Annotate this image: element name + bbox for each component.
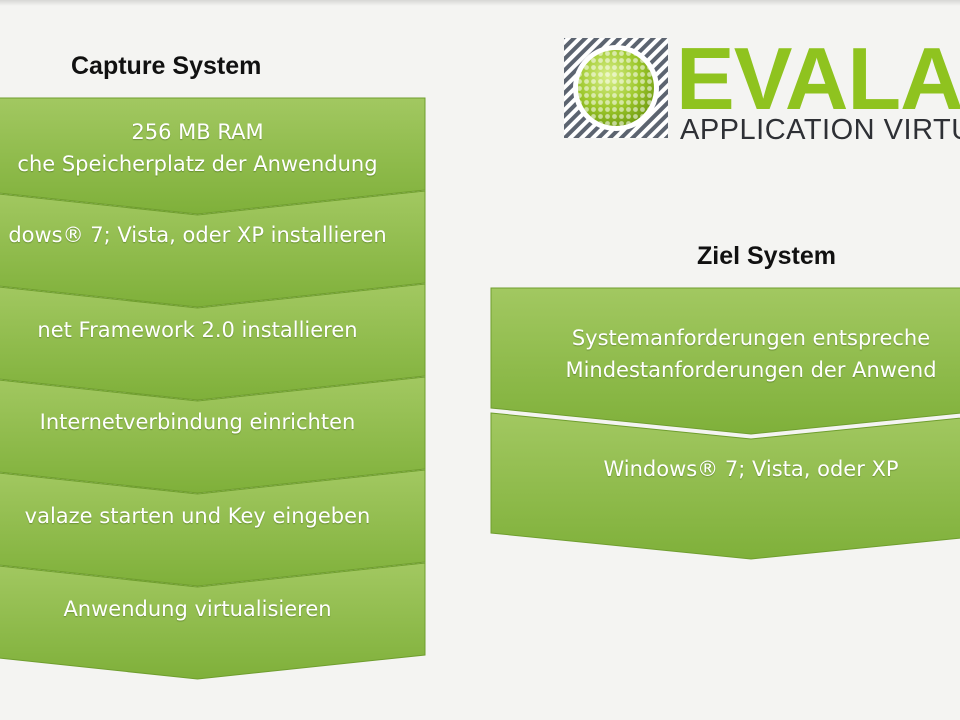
step-label-line: dows® 7; Vista, oder XP installieren: [8, 223, 387, 247]
chevron-shape: [0, 190, 426, 308]
ziel-system-heading: Ziel System: [697, 242, 836, 270]
step-label-line: 256 MB RAM: [131, 120, 264, 144]
chevron-shape: [0, 283, 426, 401]
chevron-shape: [0, 376, 426, 494]
capture-system-heading: Capture System: [71, 52, 262, 80]
capture-step-label: dows® 7; Vista, oder XP installieren: [0, 219, 425, 251]
step-label-line: Internetverbindung einrichten: [39, 410, 356, 434]
chevron-shape: [490, 412, 960, 560]
capture-step-3: net Framework 2.0 installieren: [0, 283, 426, 401]
chevron-shape: [0, 469, 426, 587]
step-label-line: net Framework 2.0 installieren: [37, 318, 358, 342]
capture-step-label: 256 MB RAM che Speicherplatz der Anwendun…: [0, 116, 425, 180]
capture-step-6: Anwendung virtualisieren: [0, 562, 426, 680]
logo-wordmark: EVALA: [676, 36, 960, 128]
step-label-line: Mindestanforderungen der Anwend: [565, 358, 937, 382]
ziel-step-2: Windows® 7; Vista, oder XP: [490, 412, 960, 560]
globe-logo-icon: [564, 38, 668, 138]
capture-step-1: 256 MB RAM che Speicherplatz der Anwendun…: [0, 97, 426, 215]
capture-step-2: dows® 7; Vista, oder XP installieren: [0, 190, 426, 308]
step-label-line: Anwendung virtualisieren: [63, 597, 332, 621]
capture-step-4: Internetverbindung einrichten: [0, 376, 426, 494]
step-label-line: valaze starten und Key eingeben: [24, 504, 371, 528]
capture-step-5: valaze starten und Key eingeben: [0, 469, 426, 587]
capture-step-label: Internetverbindung einrichten: [0, 406, 425, 438]
capture-step-label: Anwendung virtualisieren: [0, 593, 425, 625]
evala-logo: EVALA APPLICATION VIRTUA: [562, 36, 960, 146]
chevron-shape: [0, 562, 426, 680]
step-label-line: che Speicherplatz der Anwendung: [17, 152, 378, 176]
capture-step-label: valaze starten und Key eingeben: [0, 500, 425, 532]
chevron-shape: [0, 97, 426, 215]
step-label-line: Systemanforderungen entspreche: [571, 326, 931, 350]
step-label-line: Windows® 7; Vista, oder XP: [603, 457, 899, 481]
top-border: [0, 0, 960, 6]
ziel-step-label: Windows® 7; Vista, oder XP: [491, 453, 960, 485]
logo-tagline: APPLICATION VIRTUA: [680, 114, 960, 146]
capture-step-label: net Framework 2.0 installieren: [0, 314, 425, 346]
chevron-shape: [490, 287, 960, 435]
